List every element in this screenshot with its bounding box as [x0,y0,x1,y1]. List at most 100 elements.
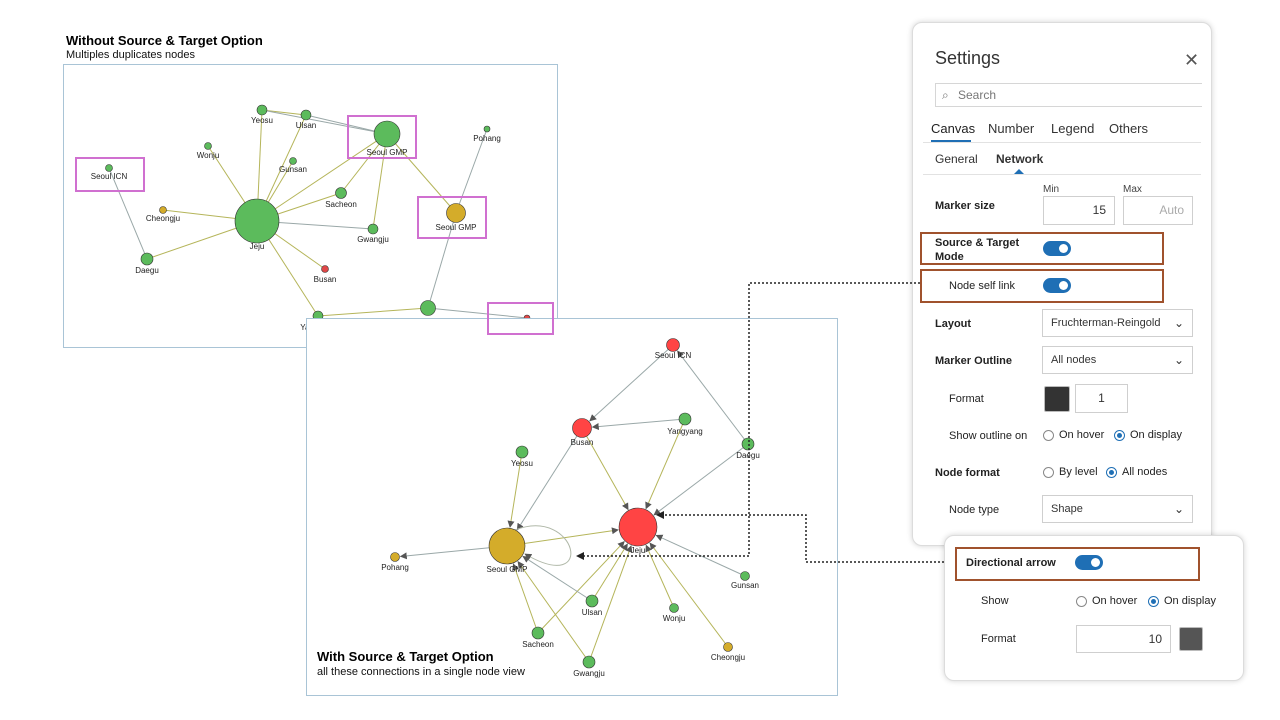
graph-edge [108,167,148,260]
graph-node-gwangju[interactable] [367,223,379,235]
graph-node-gunsan[interactable] [740,571,750,581]
callout-box-source-target [920,232,1164,265]
radio-all-nodes[interactable] [1106,467,1117,478]
graph-node-sacheon[interactable] [531,626,545,640]
settings-panel: Settings ✕ ⌕ Search Canvas Number Legend… [912,22,1212,546]
arrow-radio-on-display[interactable] [1148,596,1159,607]
graph-node-pohang[interactable] [390,552,400,562]
arrow-size-input[interactable]: 10 [1076,625,1171,653]
graph-edge [517,560,590,663]
graph-node-seoul_icn_g[interactable] [105,164,113,172]
tab-number[interactable]: Number [988,121,1035,136]
subtab-general[interactable]: General [935,152,978,166]
graph-node-label: Jeju [250,242,265,251]
graph-node-ulsan[interactable] [585,594,599,608]
search-input[interactable]: ⌕ Search [935,83,1202,107]
graph-edge [655,534,746,577]
graph-node-sacheon[interactable] [335,187,347,199]
graph-node-label: Pohang [473,134,501,143]
graph-node-label: Ulsan [296,121,316,130]
graph-node-wonju[interactable] [669,603,679,613]
highlight-box-seoul-icn-red [487,302,554,335]
node-type-select[interactable]: Shape ⌄ [1042,495,1193,523]
graph-node-label: Yangyang [667,427,702,436]
graph-node-label: Ulsan [582,608,602,617]
graph-self-loop [514,525,572,566]
format-label: Format [949,393,984,405]
graph-node-seoul_gmp[interactable] [488,527,526,565]
arrow-color-swatch[interactable] [1179,627,1203,651]
tab-active-indicator [931,140,971,142]
node-self-link-toggle[interactable] [1043,278,1071,293]
graph-node-busan_g[interactable] [420,300,436,316]
highlight-box-duplicate-1 [75,157,145,192]
graph-node-jeju[interactable] [618,507,658,547]
graph-node-pohang[interactable] [483,125,491,133]
graph-node-label: Gwangju [357,235,389,244]
graph-node-cheongju[interactable] [159,206,167,214]
graph-node-yangyang[interactable] [678,412,692,426]
marker-outline-select[interactable]: All nodes ⌄ [1042,346,1193,374]
graph-node-label: Cheongju [146,214,180,223]
graph-node-seoul_gmp_g[interactable] [373,120,401,148]
arrow-show-label: Show [981,595,1009,607]
graph-edge [261,109,388,135]
graph-node-label: Sacheon [325,200,357,209]
graph-edge [591,543,628,602]
graph-node-daegu[interactable] [741,437,755,451]
settings-title: Settings [935,48,1001,68]
tab-canvas[interactable]: Canvas [931,121,976,136]
layout-value: Fruchterman-Reingold [1051,317,1161,329]
graph-edge [317,307,429,317]
callout-box-self-link [920,269,1164,303]
graph-node-label: Seoul ICN [655,351,692,360]
graph-node-cheongju[interactable] [723,642,733,652]
graph-node-wonju[interactable] [204,142,212,150]
node-type-label: Node type [949,504,1000,516]
graph-node-label: Seoul ICN [91,172,128,181]
graph-node-label: Yeosu [251,116,273,125]
directional-arrow-label: Directional arrow [966,557,1056,569]
graph-edge [649,542,729,648]
source-target-mode-toggle[interactable] [1043,241,1071,256]
close-icon[interactable]: ✕ [1184,50,1200,70]
directional-arrow-toggle[interactable] [1075,555,1103,570]
arrow-radio-on-hover[interactable] [1076,596,1087,607]
subtab-network[interactable]: Network [996,152,1044,166]
graph-node-gwangju[interactable] [582,655,596,669]
arrow-format-label: Format [981,633,1016,645]
graph-node-label: Busan [314,275,337,284]
graph-edge [645,544,675,609]
graph-node-yeosu[interactable] [515,445,529,459]
radio-on-hover[interactable] [1043,430,1054,441]
graph-node-busan_r[interactable] [321,265,329,273]
graph-node-seoul_icn[interactable] [666,338,680,352]
graph-edge [591,418,686,431]
graph-node-gunsan[interactable] [289,157,297,165]
graph-node-label: Seoul GMP [436,223,477,232]
radio-on-display-label: On display [1130,429,1182,441]
layout-select[interactable]: Fruchterman-Reingold ⌄ [1042,309,1193,337]
graph-node-label: Daegu [135,266,159,275]
chevron-down-icon: ⌄ [1173,353,1184,367]
graph-node-busan[interactable] [572,418,592,438]
graph-node-daegu[interactable] [140,252,154,266]
radio-by-level[interactable] [1043,467,1054,478]
marker-size-max-input[interactable]: Auto [1123,196,1193,225]
format-width-input[interactable]: 1 [1075,384,1128,413]
tab-legend[interactable]: Legend [1051,121,1095,136]
graph-edge [256,133,388,222]
tab-others[interactable]: Others [1109,121,1149,136]
graph-node-jeju[interactable] [234,198,280,244]
graph-node-label: Pohang [381,563,409,572]
graph-node-yeosu[interactable] [256,104,268,116]
radio-on-display[interactable] [1114,430,1125,441]
marker-size-min-input[interactable]: 15 [1043,196,1115,225]
graph-edge [261,109,307,116]
graph-node-ulsan[interactable] [300,109,312,121]
format-color-swatch[interactable] [1044,386,1070,412]
subtabs-divider [923,174,1201,175]
graph-node-seoul_gmp_y[interactable] [446,203,466,223]
graph-edge [537,541,625,634]
